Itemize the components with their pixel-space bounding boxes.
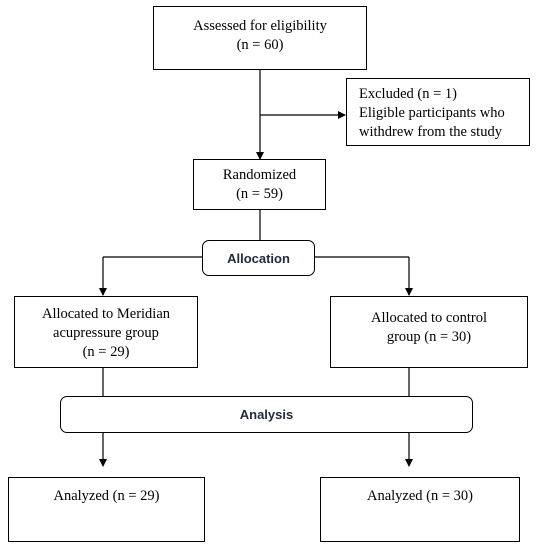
intervention-line1: Allocated to Meridian — [41, 306, 171, 322]
intervention-group-box: Allocated to Meridian acupressure group … — [14, 296, 198, 368]
intervention-count: (n = 29) — [82, 344, 130, 360]
excluded-reason-line2: withdrew from the study — [359, 124, 502, 140]
excluded-box: Excluded (n = 1) Eligible participants w… — [346, 78, 530, 146]
excluded-title: Excluded (n = 1) — [359, 86, 457, 102]
analyzed-right-label: Analyzed (n = 30) — [366, 488, 474, 504]
randomized-count: (n = 59) — [236, 186, 283, 202]
intervention-line2: acupressure group — [53, 325, 159, 341]
assessed-count: (n = 60) — [236, 37, 284, 53]
analyzed-left-box: Analyzed (n = 29) — [8, 477, 205, 542]
control-group-box: Allocated to control group (n = 30) — [330, 296, 528, 368]
assessed-box: Assessed for eligibility (n = 60) — [153, 6, 367, 70]
analysis-label: Analysis — [60, 396, 473, 433]
allocation-label: Allocation — [202, 240, 315, 276]
randomized-box: Randomized (n = 59) — [193, 159, 326, 210]
excluded-reason-line1: Eligible participants who — [359, 105, 505, 121]
control-line1: Allocated to control — [371, 310, 487, 326]
analyzed-right-box: Analyzed (n = 30) — [320, 477, 520, 542]
control-line2: group (n = 30) — [386, 329, 472, 345]
randomized-title: Randomized — [222, 167, 297, 183]
analyzed-left-label: Analyzed (n = 29) — [53, 488, 160, 504]
assessed-title: Assessed for eligibility — [193, 18, 327, 34]
